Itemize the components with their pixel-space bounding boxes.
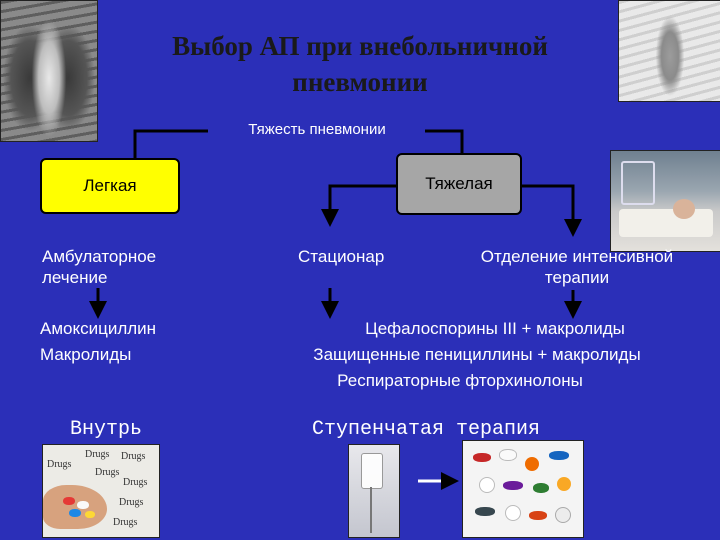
connector-to-severe	[425, 129, 464, 153]
severe-drug-1: Цефалоспорины III + макролиды	[365, 319, 625, 338]
icu-label: Отделение интенсивной терапии	[480, 247, 674, 287]
drugs-image-text: Drugs	[121, 451, 146, 462]
outpatient-care-label: Амбулаторное лечение	[42, 247, 157, 287]
drugs-image-text: Drugs	[85, 449, 110, 460]
connector-to-hospital	[321, 184, 396, 227]
icu-patient-image	[610, 150, 720, 252]
stepwise-therapy-label: Ступенчатая терапия	[312, 418, 541, 441]
drugs-image-text: Drugs	[123, 477, 148, 488]
iv-drip-image	[348, 444, 400, 538]
drugs-image-text: Drugs	[113, 517, 138, 528]
oral-drugs-image: Drugs Drugs Drugs Drugs Drugs Drugs Drug…	[42, 444, 160, 538]
drugs-image-text: Drugs	[47, 459, 72, 470]
chest-xray-image-left	[0, 0, 98, 142]
mild-drug-2: Макролиды	[40, 345, 132, 364]
drugs-image-text: Drugs	[95, 467, 120, 478]
mild-label: Легкая	[83, 176, 137, 195]
connector-to-icu	[520, 184, 582, 237]
hand-shape	[43, 485, 107, 529]
severe-label: Тяжелая	[425, 174, 493, 193]
drugs-image-text: Drugs	[119, 497, 144, 508]
severe-drug-3: Респираторные фторхинолоны	[337, 371, 583, 390]
hospital-label: Стационар	[298, 247, 385, 266]
mild-box: Легкая	[40, 158, 180, 214]
severity-label: Тяжесть пневмонии	[248, 121, 386, 138]
connector-to-mild	[133, 129, 208, 158]
severe-box: Тяжелая	[396, 153, 522, 215]
mild-drug-1: Амоксициллин	[40, 319, 157, 338]
chest-xray-image-right	[618, 0, 720, 102]
page-title: Выбор АП при внебольничной пневмонии	[172, 31, 548, 97]
severe-drug-2: Защищенные пенициллины + макролиды	[313, 345, 641, 364]
pills-image	[462, 440, 584, 538]
oral-route-label: Внутрь	[70, 418, 143, 441]
